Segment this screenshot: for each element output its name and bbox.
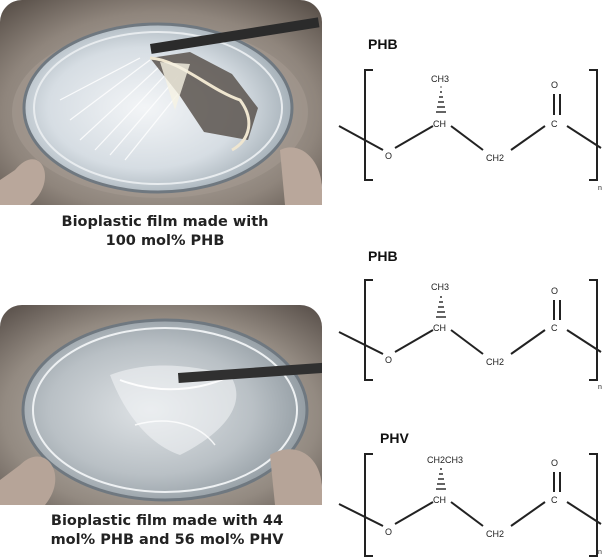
methylene-label: CH2 (486, 529, 504, 539)
methine-label: CH (433, 495, 446, 505)
structure-title-phb-b: PHB (368, 248, 398, 264)
caption-a-line-2: 100 mol% PHB (105, 233, 225, 249)
methylene-label: CH2 (486, 357, 504, 367)
oxygen-label: O (385, 151, 392, 161)
carbonyl-o-label: O (551, 80, 558, 90)
methine-label: CH (433, 119, 446, 129)
oxygen-label: O (385, 355, 392, 365)
petri-dish-photo-b (0, 305, 322, 505)
caption-a: Bioplastic film made with 100 mol% PHB (20, 213, 310, 251)
phb-structure-a: CH3 CH O CH2 C O n (338, 69, 602, 192)
repeat-subscript: n (598, 549, 602, 556)
repeat-subscript: n (598, 384, 602, 391)
side-group-label: CH3 (431, 282, 449, 292)
side-group-label: CH3 (431, 74, 449, 84)
carbonyl-c-label: C (551, 119, 558, 129)
petri-dish-photo-a (0, 0, 322, 205)
phv-structure-b: CH2CH3 CH O CH2 C O n (338, 453, 602, 557)
oxygen-label: O (385, 527, 392, 537)
carbonyl-o-label: O (551, 286, 558, 296)
methylene-label: CH2 (486, 153, 504, 163)
phb-structure-b: CH3 CH O CH2 C O n (338, 279, 602, 391)
carbonyl-c-label: C (551, 323, 558, 333)
caption-a-line-1: Bioplastic film made with (61, 214, 269, 230)
structure-title-phv-b: PHV (380, 430, 409, 446)
caption-b-line-2: mol% PHB and 56 mol% PHV (50, 532, 284, 548)
caption-b-line-1: Bioplastic film made with 44 (50, 513, 284, 529)
repeat-subscript: n (598, 185, 602, 192)
methine-label: CH (433, 323, 446, 333)
side-group-label: CH2CH3 (427, 455, 463, 465)
carbonyl-o-label: O (551, 458, 558, 468)
carbonyl-c-label: C (551, 495, 558, 505)
structure-title-phb-a: PHB (368, 36, 398, 52)
caption-b: Bioplastic film made with 44 mol% PHB an… (14, 512, 320, 550)
